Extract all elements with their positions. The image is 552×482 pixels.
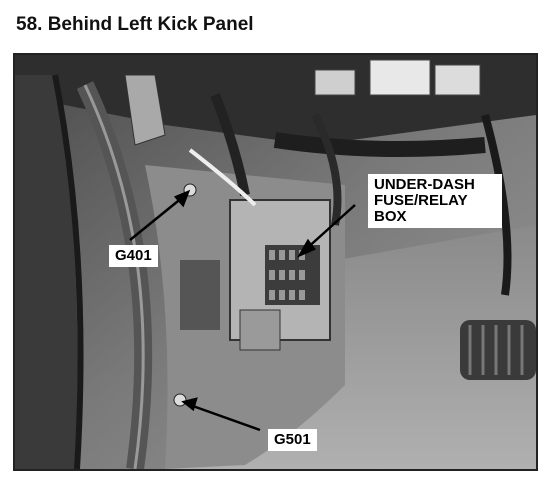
door-frame <box>15 75 78 469</box>
leader-lines <box>129 189 356 432</box>
connector <box>369 59 431 96</box>
g401-callout: G401 <box>109 245 158 267</box>
relay-block <box>180 260 220 330</box>
callout-line: UNDER-DASH <box>374 176 475 193</box>
pedal <box>460 320 536 380</box>
g501-callout: G501 <box>268 429 317 451</box>
kick-panel-photo: UNDER-DASH FUSE/RELAY BOX G401 G501 <box>13 53 538 471</box>
fuse-relay-box-callout: UNDER-DASH FUSE/RELAY BOX <box>368 174 502 228</box>
callout-line: BOX <box>374 208 407 225</box>
bracket <box>124 74 166 146</box>
callout-line: FUSE/RELAY <box>374 192 468 209</box>
wire-harness <box>273 132 486 157</box>
g501-bolt <box>173 393 187 407</box>
page-title: 58. Behind Left Kick Panel <box>16 14 254 35</box>
photo-illustration <box>15 55 536 469</box>
